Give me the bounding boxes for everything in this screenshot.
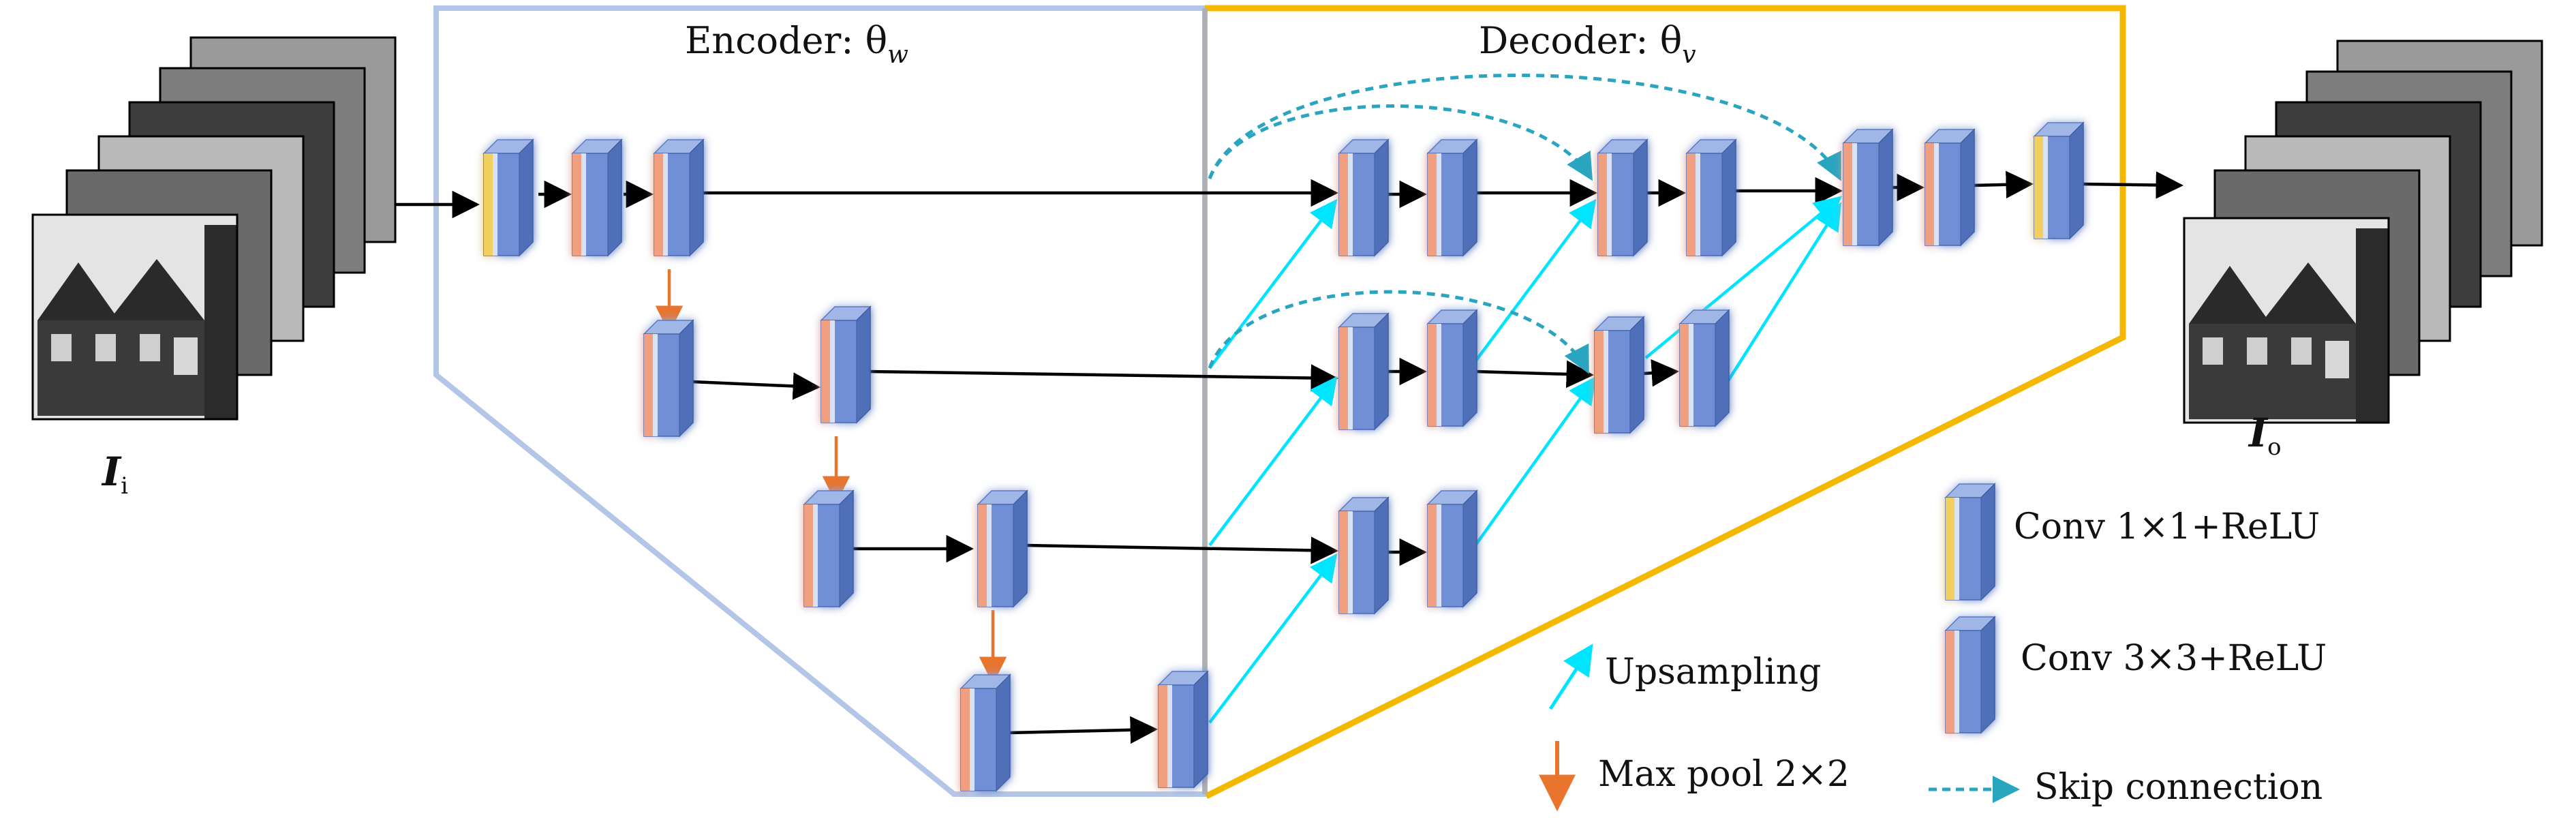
house-photo-icon <box>2183 217 2390 424</box>
upsample-arrow <box>1474 376 1597 547</box>
skip-connection <box>1208 290 1590 374</box>
conv-block <box>1597 138 1649 257</box>
skip-connection <box>1208 104 1593 181</box>
forward-arrow <box>1008 716 1159 744</box>
conv-block <box>643 319 694 438</box>
photo-stack-icon <box>2183 40 2543 424</box>
upsampling-icon <box>1548 643 1593 710</box>
legend-conv1-block <box>1944 483 1996 601</box>
conv-block <box>1426 489 1478 608</box>
conv-block <box>1685 138 1737 257</box>
conv-block <box>1842 128 1894 247</box>
legend-maxpool-label: Max pool 2×2 <box>1598 754 1850 795</box>
output-label: Io <box>2248 410 2282 461</box>
decoder-title: Decoder: θv <box>1479 19 1696 69</box>
input-label: Ii <box>101 449 128 500</box>
encoder-outline <box>433 5 1208 797</box>
conv-block <box>977 489 1028 608</box>
layer-blocks <box>482 121 2085 792</box>
conv-block <box>1338 138 1390 257</box>
conv-block <box>820 305 872 424</box>
forward-arrow <box>691 372 821 400</box>
conv-block <box>1157 670 1209 789</box>
upsample-arrow <box>1474 198 1597 363</box>
legend-conv3-label: Conv 3×3+ReLU <box>2021 638 2327 679</box>
upsample-arrow <box>1208 553 1338 724</box>
conv-block <box>1678 309 1730 427</box>
house-photo-icon <box>31 213 239 421</box>
upsample-arrow <box>1208 376 1338 547</box>
conv-block <box>1924 128 1976 247</box>
legend-conv1-swatch <box>1944 483 1996 601</box>
forward-arrow <box>2081 171 2184 199</box>
conv-block <box>1426 138 1478 257</box>
forward-arrow <box>1972 170 2034 199</box>
connections <box>395 74 2184 744</box>
photo-stack-icon <box>31 36 397 421</box>
conv-block <box>653 138 705 257</box>
conv-block <box>803 489 855 608</box>
conv-block <box>2033 121 2085 240</box>
skip-connection <box>1208 74 1842 181</box>
upsample-arrow <box>1208 198 1338 369</box>
legend-conv3-swatch <box>1944 616 1996 734</box>
conv-block <box>482 138 534 257</box>
legend-conv1-label: Conv 1×1+ReLU <box>2014 506 2320 547</box>
legend-conv3-block <box>1944 616 1996 734</box>
upsample-arrow <box>1726 202 1842 383</box>
encoder-title: Encoder: θw <box>685 19 908 69</box>
forward-arrow <box>1475 360 1595 389</box>
upsample-arrow <box>1644 196 1843 359</box>
legend-upsampling-label: Upsampling <box>1605 652 1821 693</box>
legend: Conv 1×1+ReLU Conv 3×3+ReLU Upsampling M… <box>1539 483 2327 812</box>
conv-block <box>571 138 623 257</box>
conv-block <box>1593 316 1645 434</box>
legend-skip-label: Skip connection <box>2034 767 2322 808</box>
forward-arrow <box>1642 359 1680 387</box>
forward-arrow <box>1025 536 1339 564</box>
forward-arrow <box>868 364 1339 392</box>
conv-block <box>1338 496 1390 615</box>
conv-block <box>1426 309 1478 427</box>
decoder-outline <box>1204 5 2126 800</box>
conv-block <box>960 673 1011 792</box>
conv-block <box>1338 312 1390 431</box>
